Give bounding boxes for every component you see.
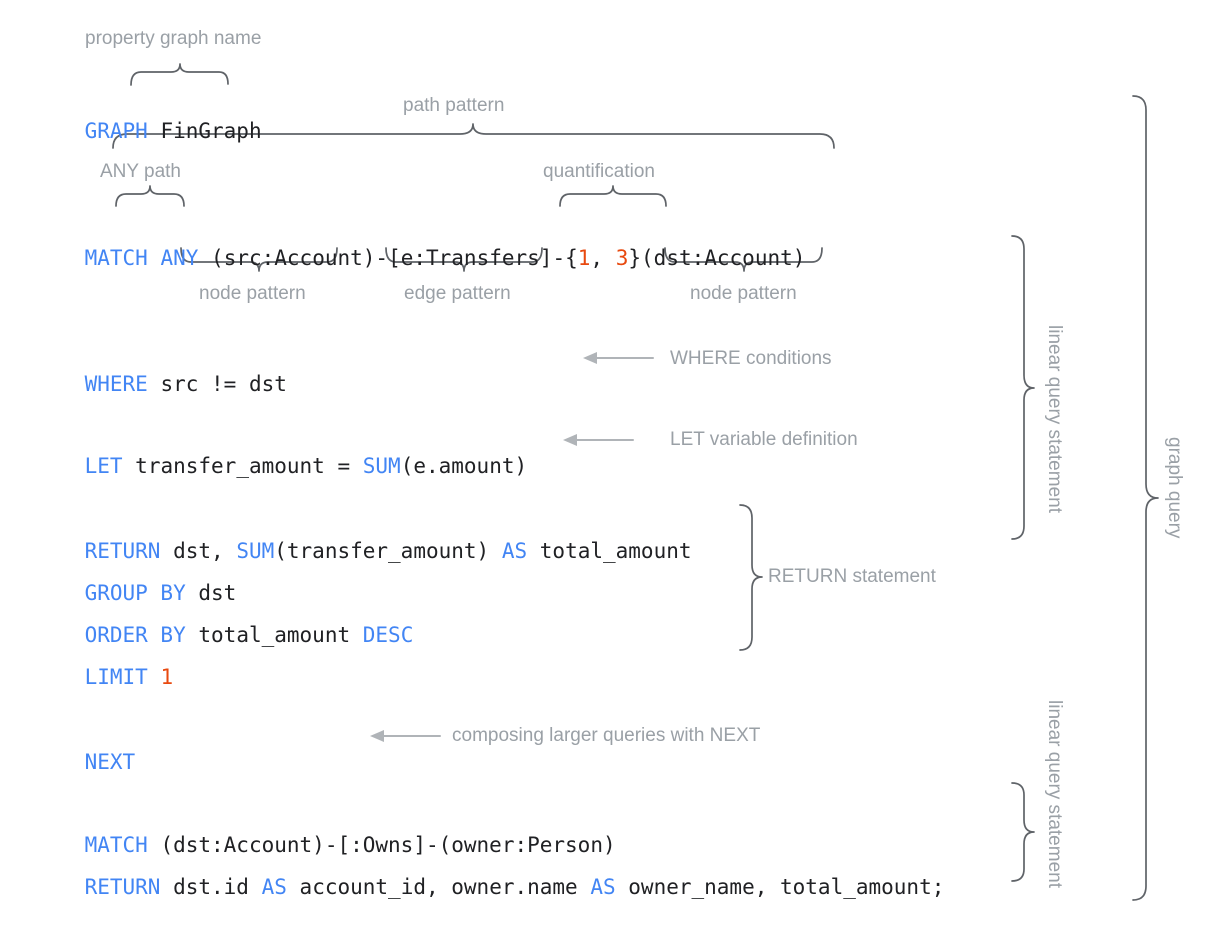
return-2-col-2: account_id, owner.name [286,875,591,899]
label-property-graph-name: property graph name [85,28,262,49]
label-node-pattern-left: node pattern [199,283,306,304]
return-2-col-3: owner_name, total_amount; [615,875,945,899]
keyword-match-2: MATCH [84,833,148,857]
brace-return-statement [739,504,763,651]
limit-value: 1 [160,665,174,689]
arrow-let-variable-definition [563,434,634,446]
keyword-any: ANY [160,246,199,270]
edge-pattern-transfers: [e:Transfers] [388,246,553,270]
label-linear-query-statement-1: linear query statement [1044,325,1065,513]
arrow-where-conditions [583,352,654,364]
brace-quantification [559,185,667,207]
code-line-return-2: RETURN dst.id AS account_id, owner.name … [34,848,945,926]
let-variable-name: transfer_amount [135,454,325,478]
quantifier-close-brace: } [628,246,642,270]
keyword-match: MATCH [84,246,148,270]
code-line-return: RETURN dst, SUM(transfer_amount) AS tota… [34,512,692,590]
label-path-pattern: path pattern [403,95,505,116]
order-by-expression: total_amount [198,623,351,647]
brace-graph-query [1132,95,1159,901]
keyword-as-1: AS [261,875,287,899]
code-line-match-2: MATCH (dst:Account)-[:Owns]-(owner:Perso… [34,806,616,884]
code-line-order-by: ORDER BY total_amount DESC [34,596,414,674]
label-composing-with-next: composing larger queries with NEXT [452,725,761,746]
label-graph-query: graph query [1164,437,1185,539]
keyword-order-by: ORDER BY [84,623,186,647]
let-sum-args: (e.amount) [400,454,528,478]
return-columns: dst, [173,539,237,563]
function-sum: SUM [362,454,401,478]
node-pattern-dst: (dst:Account) [641,246,806,270]
quantifier-separator: , [590,246,616,270]
code-line-limit: LIMIT 1 [34,638,174,716]
quantifier-lower-bound: 1 [577,246,591,270]
brace-linear-query-statement-1 [1011,235,1035,540]
keyword-let: LET [84,454,123,478]
node-pattern-src: (src:Account) [211,246,376,270]
keyword-limit: LIMIT [84,665,148,689]
function-sum-return: SUM [236,539,275,563]
keyword-desc: DESC [362,623,414,647]
keyword-group-by: GROUP BY [84,581,186,605]
label-any-path: ANY path [100,161,181,182]
brace-property-graph-name [130,63,229,86]
brace-linear-query-statement-2 [1011,782,1035,882]
code-line-where: WHERE src != dst [34,345,287,423]
label-node-pattern-right: node pattern [690,283,797,304]
keyword-graph: GRAPH [84,119,148,143]
brace-any-path [115,185,185,207]
keyword-return-2: RETURN [84,875,161,899]
quantifier-open-brace: { [565,246,578,270]
keyword-as-2: AS [590,875,616,899]
dash-2: - [552,246,566,270]
return-sum-args: (transfer_amount) [274,539,502,563]
arrow-composing-with-next [370,730,441,742]
keyword-as: AS [501,539,528,563]
code-line-group-by: GROUP BY dst [34,554,237,632]
keyword-return: RETURN [84,539,161,563]
label-return-statement: RETURN statement [768,566,936,587]
label-edge-pattern: edge pattern [404,283,511,304]
let-equals: = [324,454,363,478]
code-line-match: MATCH ANY (src:Account)-[e:Transfers]-{1… [34,219,806,297]
code-line-next: NEXT [34,723,136,801]
label-where-conditions: WHERE conditions [670,348,832,369]
return-2-col-1: dst.id [173,875,262,899]
graph-name-value: FinGraph [160,119,262,143]
match-2-pattern: (dst:Account)-[:Owns]-(owner:Person) [160,833,616,857]
code-line-graph: GRAPH FinGraph [34,92,262,170]
label-quantification: quantification [543,161,655,182]
group-by-expression: dst [198,581,237,605]
keyword-where: WHERE [84,372,148,396]
code-line-let: LET transfer_amount = SUM(e.amount) [34,427,528,505]
where-expression: src != dst [160,372,287,396]
label-linear-query-statement-2: linear query statement [1044,700,1065,888]
return-alias: total_amount [539,539,692,563]
quantifier-upper-bound: 3 [615,246,629,270]
dash-1: - [375,246,389,270]
keyword-next: NEXT [84,750,136,774]
label-let-variable-definition: LET variable definition [670,429,858,450]
